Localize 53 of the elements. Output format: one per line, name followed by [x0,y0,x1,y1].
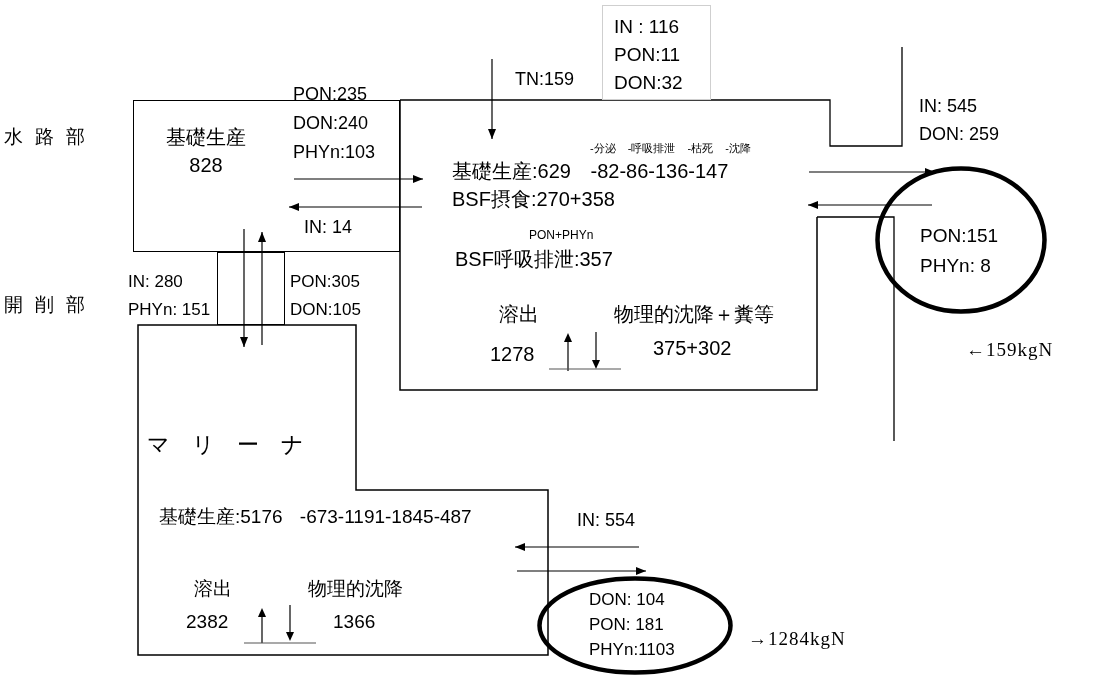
region-label: 水路部 [4,125,97,149]
arrow [807,201,933,209]
arrow [288,203,423,211]
edge-label: PON:235 DON:240 PHYn:103 [293,83,377,164]
arrow [488,58,496,140]
node-text: 基礎生産 [166,126,246,149]
node-text: PHYn: 8 [920,255,991,277]
node-text: マリーナ [147,432,326,458]
node-text: 物理的沈降＋糞等 [614,303,774,326]
node-text: DON:32 [614,72,683,94]
region-label: 開削部 [4,293,97,317]
connector-line [261,324,263,346]
region-label: →1284kgN [748,627,846,651]
node-text: DON: 104 [589,590,665,610]
node-text: 828 [189,154,223,177]
inflow-box [602,5,711,100]
node-text: BSF摂食:270+358 [452,188,615,211]
node-text: 物理的沈降 [308,578,403,600]
node-text: 1366 [333,611,376,633]
highlight-ellipse [537,576,733,675]
node-text: 375+302 [653,337,732,360]
connector-line [243,228,245,253]
arrow [514,543,640,551]
region-label: ←159kgN [966,338,1054,362]
node-text: PHYn:1103 [589,640,675,660]
node-text: 溶出 [194,578,232,600]
node-text: 基礎生産:629 -82-86-136-147 [452,160,729,183]
node-text: 1278 [490,343,535,366]
compartment-outline [400,100,817,390]
arrow [516,567,647,575]
node-text: PON: 181 [589,615,664,635]
arrow [240,251,248,348]
node-text: 2382 [186,611,229,633]
edge-label: IN: 545 DON: 259 [919,95,1001,146]
node-text: BSF呼吸排泄:357 [455,248,613,271]
node-text: 溶出 [499,303,539,326]
node-text: PON:11 [614,44,681,66]
node-text: PON:151 [920,225,999,247]
edge-label: IN: 14 [304,216,353,239]
highlight-ellipse [875,166,1047,314]
node-text: 基礎生産:5176 -673-1191-1845-487 [159,506,472,528]
compartment-outline [138,325,548,655]
edge-label: IN: 554 [577,509,636,531]
node-text: IN : 116 [614,16,680,38]
channel-box [217,252,285,325]
node-text: -分泌 -呼吸排泄 -枯死 -沈降 [590,142,751,155]
compartment-box [133,100,400,252]
arrow [293,175,424,183]
edge-label: PON:305 DON:105 [290,271,362,321]
edge-label: IN: 280 PHYn: 151 [128,271,212,321]
arrow [258,231,266,326]
node-text: PON+PHYn [529,229,594,243]
edge-label: TN:159 [515,68,575,90]
